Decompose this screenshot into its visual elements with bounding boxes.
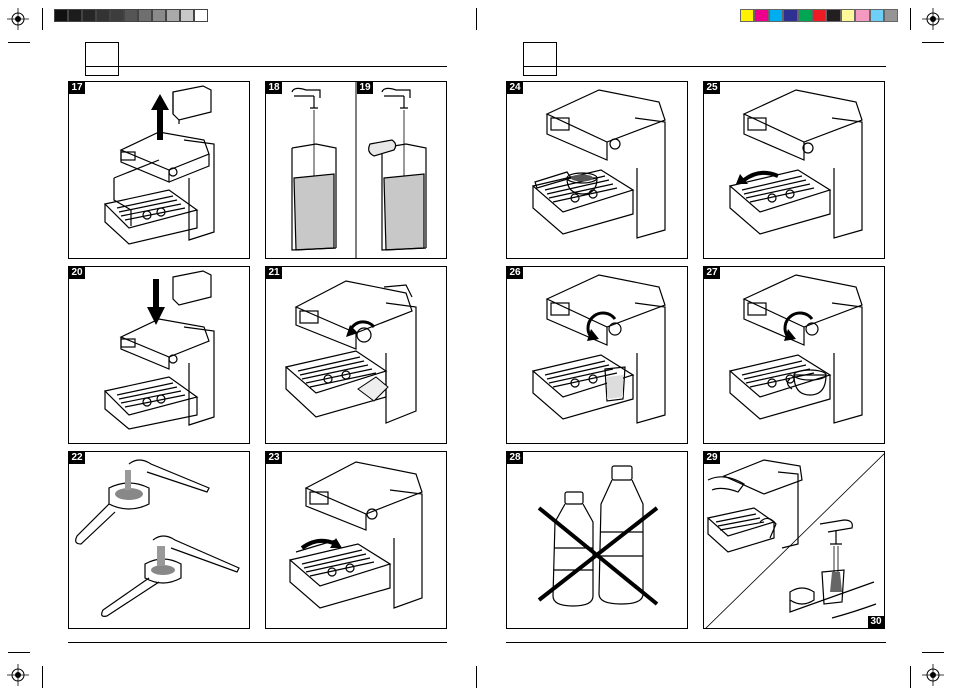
filter-illustration [69,452,250,629]
figure-25-remove-filter: 25 [703,81,885,259]
figure-21-turn-knob: 21 [265,266,447,444]
color-swatch [754,9,768,22]
page-number-box-right [523,42,557,76]
tank-illustration [266,82,447,259]
figure-29-30-cleaning: 29 30 [703,451,885,629]
gray-swatch [180,9,194,22]
figure-number: 19 [357,82,373,94]
crop-mark [910,8,911,30]
gray-swatch [152,9,166,22]
gray-swatch [166,9,180,22]
machine-illustration [507,82,688,259]
registration-mark-icon [7,8,29,30]
figure-number: 30 [868,616,884,628]
bottles-illustration [507,452,688,629]
crop-mark [42,8,43,30]
figure-number: 22 [69,452,85,464]
figure-number: 25 [704,82,720,94]
machine-illustration [69,267,250,444]
footer-rule-right [506,642,886,643]
gray-swatch [124,9,138,22]
cleaning-illustration [704,452,885,629]
gray-swatch [194,9,208,22]
footer-rule-left [68,642,447,643]
figure-27-milk-cup: 27 [703,266,885,444]
crop-mark [8,652,30,653]
crop-mark [476,666,477,688]
machine-illustration [69,82,250,259]
color-swatch [826,9,840,22]
color-swatch [812,9,826,22]
figure-number: 28 [507,452,523,464]
machine-illustration [704,267,885,444]
figure-number: 21 [266,267,282,279]
registration-mark-icon [7,664,29,686]
figure-number: 20 [69,267,85,279]
crop-mark [922,42,944,43]
figure-number: 26 [507,267,523,279]
crop-mark [922,652,944,653]
header-rule-right [523,66,886,67]
figure-28-no-bottled-water: 28 [506,451,688,629]
machine-illustration [704,82,885,259]
gray-swatch [138,9,152,22]
gray-swatch [54,9,68,22]
crop-mark [476,8,477,30]
gray-swatch [68,9,82,22]
figure-26-steam-glass: 26 [506,266,688,444]
color-swatch [855,9,869,22]
figure-number: 17 [69,82,85,94]
color-swatch [884,9,898,22]
gray-swatch [96,9,110,22]
figure-24-coffee-cup: 24 [506,81,688,259]
figure-number: 29 [704,452,720,464]
gray-swatch [82,9,96,22]
figure-number: 23 [266,452,282,464]
color-swatch [769,9,783,22]
crop-mark [910,666,911,688]
figure-number: 18 [266,82,282,94]
header-rule-left [85,66,447,67]
crop-mark [8,42,30,43]
registration-mark-icon [922,664,944,686]
color-swatch [740,9,754,22]
figure-22-fill-filter: 22 [68,451,250,629]
figure-23-insert-filter: 23 [265,451,447,629]
figure-18-19-fill-tank: 18 19 [265,81,447,259]
figure-number: 24 [507,82,523,94]
crop-mark [42,666,43,688]
registration-mark-icon [922,8,944,30]
machine-illustration [266,267,447,444]
figure-20-insert-tank: 20 [68,266,250,444]
page-number-box-left [85,42,119,76]
machine-illustration [266,452,447,629]
color-swatch [870,9,884,22]
color-swatch [798,9,812,22]
gray-swatch [110,9,124,22]
figure-number: 27 [704,267,720,279]
figure-17-remove-tank: 17 [68,81,250,259]
machine-illustration [507,267,688,444]
color-swatch [783,9,797,22]
color-swatch [841,9,855,22]
